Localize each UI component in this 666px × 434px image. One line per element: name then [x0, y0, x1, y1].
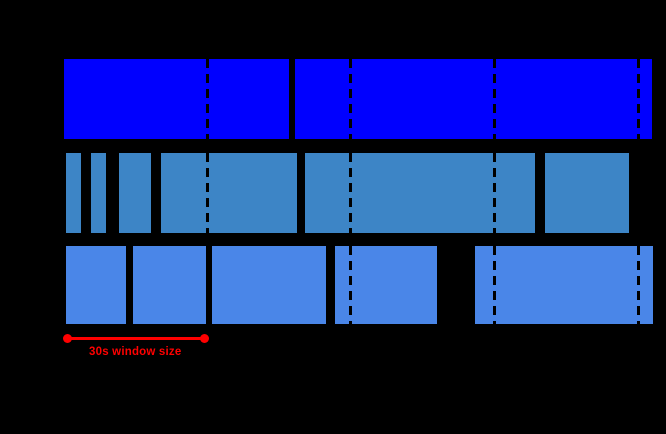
- segment-bar: [91, 153, 106, 233]
- arrow-endpoint-left: [63, 334, 72, 343]
- segment-bar: [119, 153, 151, 233]
- segment-bar: [66, 246, 126, 324]
- segment-track-2: [0, 153, 666, 233]
- window-size-arrow: [67, 337, 205, 340]
- segment-track-1: [0, 59, 666, 139]
- segment-bar: [66, 153, 81, 233]
- window-boundary-line: [493, 153, 496, 233]
- window-boundary-line: [637, 59, 640, 139]
- segment-bar: [64, 59, 289, 139]
- segment-bar: [475, 246, 653, 324]
- window-boundary-line: [493, 246, 496, 324]
- window-boundary-line: [349, 153, 352, 233]
- window-boundary-line: [349, 59, 352, 139]
- segment-bar: [133, 246, 206, 324]
- segment-bar: [295, 59, 652, 139]
- window-boundary-line: [206, 153, 209, 233]
- window-boundary-line: [206, 59, 209, 139]
- segment-bar: [545, 153, 629, 233]
- segment-track-3: [0, 246, 666, 324]
- window-size-label: 30s window size: [89, 346, 182, 358]
- arrow-endpoint-right: [200, 334, 209, 343]
- window-boundary-line: [349, 246, 352, 324]
- window-boundary-line: [493, 59, 496, 139]
- window-boundary-line: [637, 246, 640, 324]
- segment-bar: [335, 246, 437, 324]
- segment-bar: [161, 153, 297, 233]
- segment-bar: [305, 153, 535, 233]
- segment-bar: [212, 246, 326, 324]
